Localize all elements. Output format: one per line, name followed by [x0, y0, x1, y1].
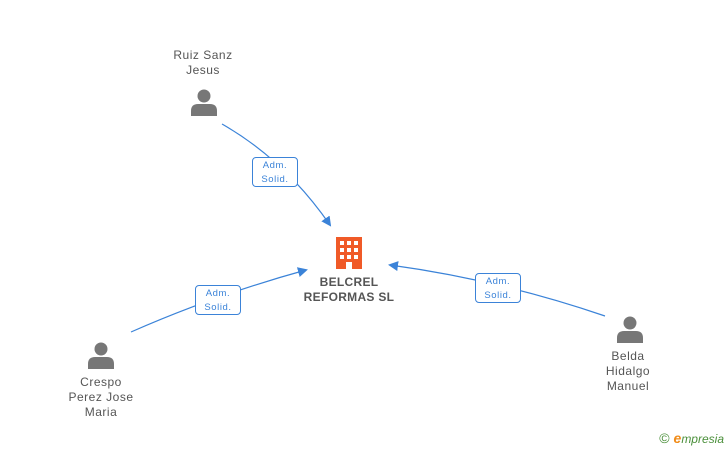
company-name-line1: BELCREL: [319, 275, 379, 289]
person-name-line: Maria: [84, 405, 118, 419]
role-line: Adm.: [485, 276, 511, 287]
role-line: Solid.: [204, 302, 232, 313]
role-badge-belda[interactable]: Adm. Solid.: [475, 273, 521, 303]
role-line: Adm.: [262, 160, 288, 171]
copyright-icon: ©: [659, 430, 670, 446]
role-badge-crespo[interactable]: Adm. Solid.: [195, 285, 241, 315]
role-badge-ruiz[interactable]: Adm. Solid.: [252, 157, 298, 187]
brand-name: mpresia: [681, 432, 724, 446]
person-name-line: Belda: [611, 349, 645, 363]
building-icon[interactable]: [334, 235, 364, 271]
person-name-line: Ruiz Sanz: [173, 48, 233, 62]
person-name-crespo[interactable]: Crespo Perez Jose Maria: [48, 375, 154, 420]
role-line: Solid.: [484, 290, 512, 301]
person-icon[interactable]: [190, 88, 218, 116]
person-name-line: Jesus: [186, 63, 220, 77]
person-icon[interactable]: [87, 341, 115, 369]
person-icon[interactable]: [616, 315, 644, 343]
person-name-ruiz[interactable]: Ruiz Sanz Jesus: [150, 48, 256, 78]
person-name-line: Hidalgo: [605, 364, 651, 378]
company-name[interactable]: BELCREL REFORMAS SL: [290, 275, 408, 305]
role-line: Adm.: [205, 288, 231, 299]
company-name-line2: REFORMAS SL: [303, 290, 395, 304]
person-name-line: Perez Jose: [68, 390, 134, 404]
brand-logo[interactable]: ©empresia: [659, 430, 724, 446]
person-name-belda[interactable]: Belda Hidalgo Manuel: [578, 349, 678, 394]
person-name-line: Manuel: [606, 379, 650, 393]
person-name-line: Crespo: [80, 375, 122, 389]
brand-initial: e: [673, 430, 682, 446]
role-line: Solid.: [261, 174, 289, 185]
